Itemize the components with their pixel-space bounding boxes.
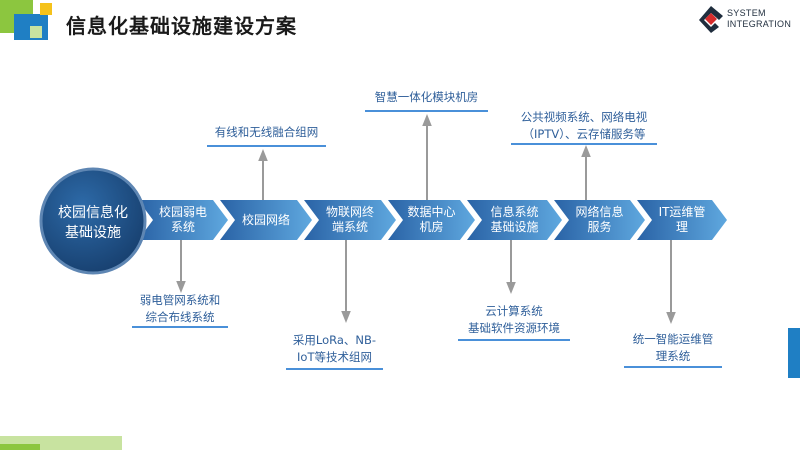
arrow-chain <box>138 200 727 240</box>
arrow-shape-6 <box>554 200 645 240</box>
arrow-shape-1 <box>138 200 228 240</box>
arrow-shape-4 <box>388 200 475 240</box>
bottom-deco-bar-dark <box>0 444 40 450</box>
corner-deco-light-green <box>30 26 42 38</box>
annotation-5-line-2: 基础软件资源环境 <box>468 321 560 335</box>
annotation-1-line-2: 综合布线系统 <box>145 310 215 324</box>
center-circle <box>39 167 147 275</box>
center-label-line-1: 校园信息化 <box>58 205 128 221</box>
annotation-1: 弱电管网系统和 综合布线系统 <box>128 292 232 326</box>
logo-line-1: SYSTEM <box>727 8 766 18</box>
arrow-shape-2 <box>220 200 312 240</box>
logo-line-2: INTEGRATION <box>727 19 792 29</box>
stage-5-line-2: 基础设施 <box>490 220 539 234</box>
annotation-6: 公共视频系统、网络电视 （IPTV）、云存储服务等 <box>506 109 662 143</box>
stage-7-line-1: IT运维管 <box>658 205 706 219</box>
annotation-7-line-1: 统一智能运维管 <box>632 332 714 346</box>
annotation-3-line-2: IoT等技术组网 <box>297 350 372 364</box>
annotation-6-line-2: （IPTV）、云存储服务等 <box>522 127 646 141</box>
corner-deco-yellow <box>40 3 52 15</box>
stage-6-line-2: 服务 <box>587 220 612 234</box>
annotation-6-line-1: 公共视频系统、网络电视 <box>520 110 648 124</box>
center-label-line-2: 基础设施 <box>65 225 121 241</box>
stage-4-line-2: 机房 <box>419 220 444 234</box>
annotation-4-line-1: 智慧一体化模块机房 <box>374 90 479 104</box>
annotation-4: 智慧一体化模块机房 <box>361 89 492 106</box>
stage-label-2: 校园网络 <box>230 203 302 237</box>
stage-label-1: 校园弱电 系统 <box>148 203 218 237</box>
annotation-3-line-1: 采用LoRa、NB- <box>292 333 377 347</box>
page-title: 信息化基础设施建设方案 <box>66 14 297 38</box>
stage-3-line-1: 物联网终 <box>325 205 374 219</box>
annotation-5: 云计算系统 基础软件资源环境 <box>454 303 574 337</box>
annotation-2-line-1: 有线和无线融合组网 <box>214 125 319 139</box>
annotation-5-line-1: 云计算系统 <box>485 304 543 318</box>
annotation-7: 统一智能运维管 理系统 <box>620 331 726 365</box>
stage-label-6: 网络信息 服务 <box>564 203 635 237</box>
annotation-7-line-2: 理系统 <box>655 349 691 363</box>
stage-5-line-1: 信息系统 <box>490 205 539 219</box>
stage-label-4: 数据中心 机房 <box>398 203 465 237</box>
annotation-2: 有线和无线融合组网 <box>203 124 330 141</box>
annotation-3: 采用LoRa、NB- IoT等技术组网 <box>282 332 387 366</box>
annotation-1-line-1: 弱电管网系统和 <box>139 293 221 307</box>
stage-1-line-2: 系统 <box>170 220 195 234</box>
arrow-shape-7 <box>637 200 727 240</box>
center-circle-label: 校园信息化 基础设施 <box>44 195 142 251</box>
stage-1-line-1: 校园弱电 <box>158 205 207 219</box>
stage-4-line-1: 数据中心 <box>407 205 456 219</box>
stage-label-3: 物联网终 端系统 <box>314 203 386 237</box>
stage-6-line-1: 网络信息 <box>575 205 624 219</box>
stage-3-line-2: 端系统 <box>331 220 368 234</box>
stage-label-5: 信息系统 基础设施 <box>477 203 552 237</box>
stage-label-7: IT运维管 理 <box>647 203 717 237</box>
right-edge-deco-bar <box>788 328 800 378</box>
arrow-shape-3 <box>304 200 396 240</box>
system-integration-logo-icon <box>697 4 725 34</box>
stage-7-line-2: 理 <box>675 220 688 234</box>
arrow-shape-5 <box>467 200 562 240</box>
stage-2-line-1: 校园网络 <box>241 212 290 227</box>
logo-text: SYSTEM INTEGRATION <box>727 8 791 30</box>
